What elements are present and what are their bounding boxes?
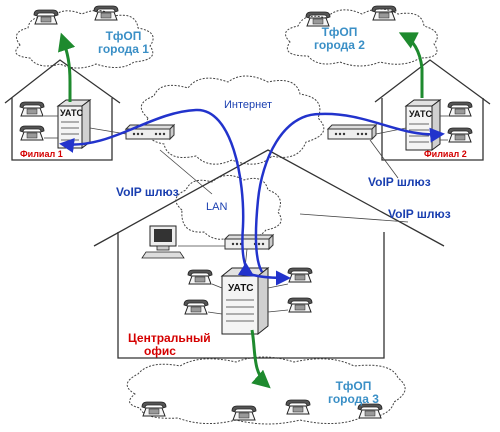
pstn-links: [58, 32, 424, 389]
pstn-city1-label: ТфОП города 1: [98, 30, 149, 55]
branch2-pbx: [404, 99, 442, 151]
right-voip-gateway-label: VoIP шлюз: [368, 175, 431, 189]
right-voip-gateway-device: [327, 124, 377, 140]
central-office-label: Центральный офис: [128, 332, 211, 357]
lan-label: LAN: [206, 201, 228, 213]
central-voip-gateway-label: VoIP шлюз: [388, 207, 451, 221]
pstn-city2-line2: города 2: [314, 37, 365, 52]
lan-cloud: [175, 175, 282, 240]
pstn-city3-line1: ТфОП: [335, 379, 372, 393]
central-office-line1: Центральный: [128, 331, 211, 345]
pstn-city1-line1: ТфОП: [105, 29, 142, 43]
branch2-house: [374, 59, 491, 161]
left-voip-gateway-label: VoIP шлюз: [116, 185, 179, 199]
central-voip-gateway-device: [224, 234, 274, 250]
central-pbx: [220, 266, 270, 336]
central-pbx-label: УАТС: [228, 283, 254, 294]
pstn-city2-line1: ТфОП: [321, 25, 358, 39]
voip-links: [59, 108, 445, 286]
lan-computer: [141, 225, 185, 259]
internet-label: Интернет: [224, 99, 272, 111]
left-voip-gateway-device: [125, 124, 175, 140]
pstn-city2-label: ТфОП города 2: [314, 26, 365, 51]
pstn-city3-cloud: [126, 356, 406, 425]
branch2-label: Филиал 2: [424, 149, 467, 159]
branch1-label: Филиал 1: [20, 149, 63, 159]
pstn-city1-line2: города 1: [98, 41, 149, 56]
pstn-city3-line2: города 3: [328, 391, 379, 406]
central-office-line2: офис: [144, 343, 176, 358]
branch2-pbx-label: УАТС: [409, 109, 432, 119]
pstn-city3-label: ТфОП города 3: [328, 380, 379, 405]
branch1-pbx-label: УАТС: [60, 108, 83, 118]
